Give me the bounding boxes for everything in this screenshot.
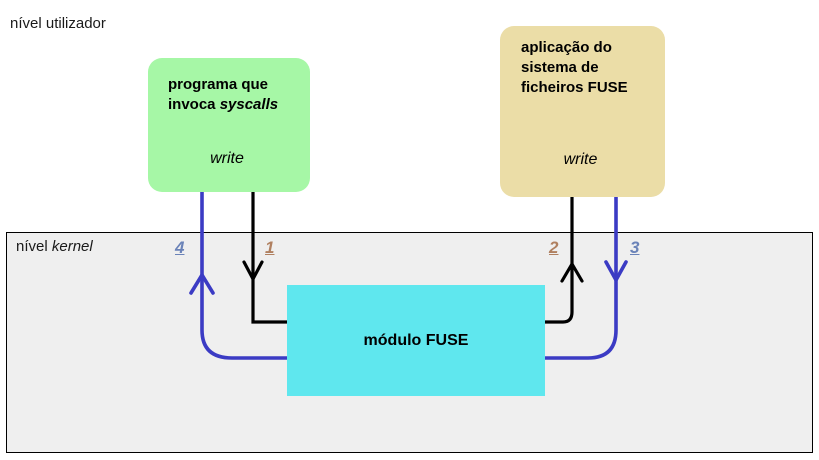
step-number-3: 3 [630, 238, 640, 257]
fuse-application-call-write: write [563, 151, 598, 168]
user-program-title-line2-prefix: invoca [168, 96, 220, 113]
fuse-module-label: módulo FUSE [363, 331, 469, 349]
fuse-application-title-line3: ficheiros FUSE [521, 79, 628, 96]
step-number-4: 4 [175, 238, 185, 257]
step-number-1: 1 [265, 238, 275, 257]
kernel-level-label-italic: kernel [51, 238, 93, 255]
step-number-2: 2 [549, 238, 559, 257]
user-program-title-line1: programa que [168, 76, 269, 93]
fuse-application-title-line1: aplicação do [521, 39, 612, 56]
user-level-label: nível utilizador [10, 15, 106, 32]
user-program-title: programa que invoca syscalls [148, 75, 310, 115]
fuse-application-title: aplicação do sistema de ficheiros FUSE [500, 38, 665, 98]
fuse-application-box[interactable]: aplicação do sistema de ficheiros FUSE wri… [500, 26, 665, 197]
user-program-title-syscalls: syscalls [219, 96, 279, 113]
user-program-call-write: write [210, 150, 244, 167]
fuse-application-title-line2: sistema de [521, 59, 599, 76]
kernel-level-label: nível kernel [16, 238, 93, 255]
kernel-level-label-prefix: nível [16, 238, 52, 255]
fuse-module-box[interactable]: módulo FUSE [287, 285, 545, 396]
user-program-box[interactable]: programa que invoca syscalls write [148, 58, 310, 192]
